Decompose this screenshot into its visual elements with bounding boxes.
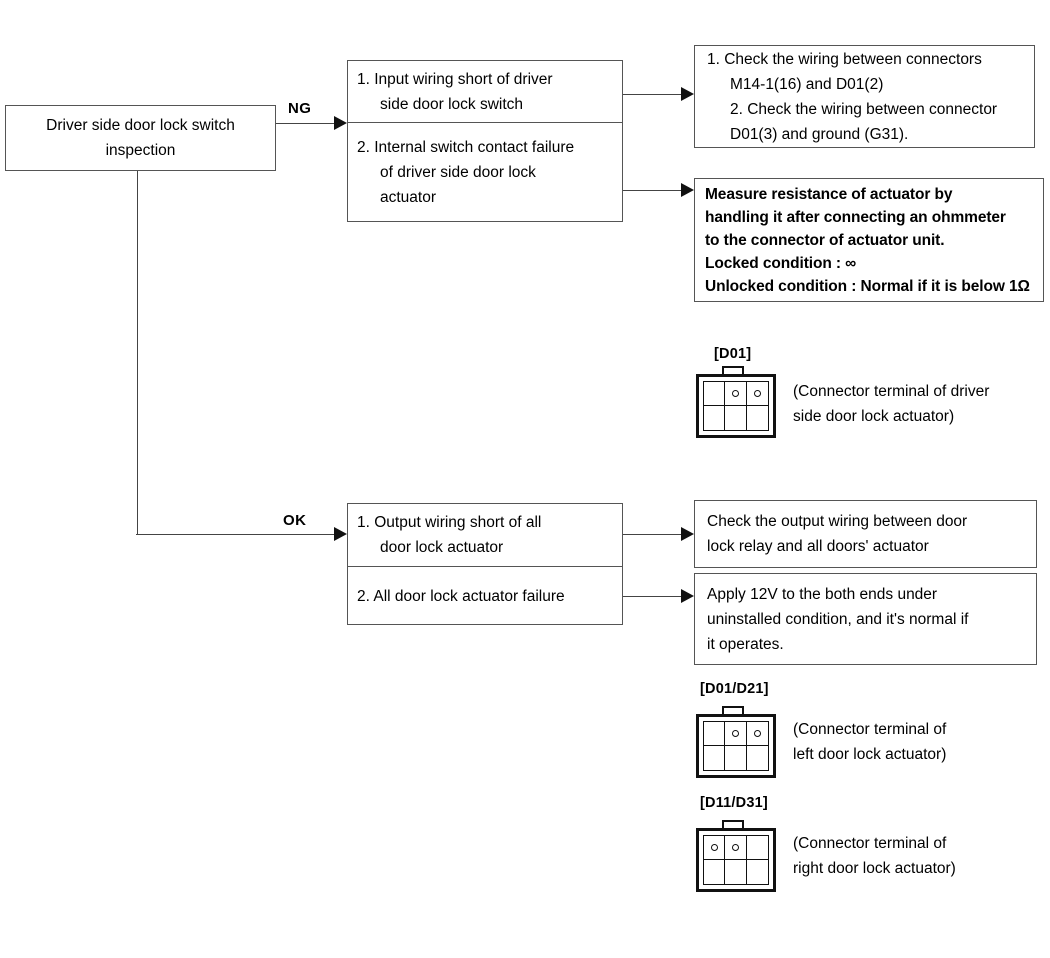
connector-3-body xyxy=(696,828,776,892)
ok-action-2-line xyxy=(623,596,683,597)
connector-1-pin-grid xyxy=(703,381,769,431)
connector-3-pin-cell-1 xyxy=(704,836,726,860)
connector-1-tag: [D01] xyxy=(714,346,752,362)
ng-label: NG xyxy=(288,100,312,117)
pin-marker xyxy=(731,844,739,851)
connector-1-symbol xyxy=(696,366,776,438)
pin-marker xyxy=(710,844,718,851)
connector-1-pin-cell-6 xyxy=(747,406,768,430)
connector-3-tab xyxy=(722,820,744,830)
connector-2-caption: (Connector terminal of left door lock ac… xyxy=(793,721,947,763)
ng-cause-item-1: 1. Input wiring short of driver side doo… xyxy=(357,61,619,123)
connector-1-pin-cell-5 xyxy=(725,406,747,430)
ok-cause-divider xyxy=(348,566,622,567)
pin-marker xyxy=(753,730,761,737)
connector-2-pin-cell-1 xyxy=(704,722,726,746)
connector-2-pin-cell-2 xyxy=(725,722,747,746)
connector-2-body xyxy=(696,714,776,778)
ng-action-2-arrowhead xyxy=(681,183,694,197)
connector-3-pin-cell-3 xyxy=(746,836,768,860)
connector-3-pin-cell-5 xyxy=(725,860,747,884)
ok-action-box-1: Check the output wiring between door loc… xyxy=(694,500,1037,568)
connector-1-pin-cell-4 xyxy=(704,406,726,430)
ng-cause-item-1-label: 1. Input wiring short of driver side doo… xyxy=(357,71,553,113)
connector-3-pin-grid xyxy=(703,835,769,885)
ng-action-box-1-cell: 1. Check the wiring between connectors M… xyxy=(707,46,1026,147)
start-box-cell: Driver side door lock switch inspection xyxy=(6,106,275,170)
connector-3-symbol xyxy=(696,820,776,892)
connector-2-tab xyxy=(722,706,744,716)
connector-1-tab xyxy=(722,366,744,376)
ok-action-box-1-cell: Check the output wiring between door loc… xyxy=(707,501,1028,567)
ng-action-1-arrowhead xyxy=(681,87,694,101)
connector-2-pin-cell-4 xyxy=(704,746,726,770)
ng-action-box-2-cell: Measure resistance of actuator by handli… xyxy=(705,179,1037,301)
ng-cause-item-2: 2. Internal switch contact failure of dr… xyxy=(357,123,619,221)
ok-action-box-2: Apply 12V to the both ends under uninsta… xyxy=(694,573,1037,665)
ng-cause-item-2-label: 2. Internal switch contact failure of dr… xyxy=(357,138,575,206)
start-box-label: Driver side door lock switch inspection xyxy=(46,117,235,159)
connector-2-symbol xyxy=(696,706,776,778)
ok-cause-box: 1. Output wiring short of all door lock … xyxy=(347,503,623,625)
ng-cause-box: 1. Input wiring short of driver side doo… xyxy=(347,60,623,222)
connector-2-tag: [D01/D21] xyxy=(700,681,769,697)
ok-action-box-2-cell: Apply 12V to the both ends under uninsta… xyxy=(707,574,1028,664)
ok-cause-item-1: 1. Output wiring short of all door lock … xyxy=(357,504,619,566)
ng-arrowhead xyxy=(334,116,347,130)
ng-action-1-line xyxy=(623,94,683,95)
connector-2-pin-cell-3 xyxy=(746,722,768,746)
pin-marker xyxy=(731,390,739,397)
ng-action-box-1: 1. Check the wiring between connectors M… xyxy=(694,45,1035,148)
ok-action-1-line xyxy=(623,534,683,535)
connector-1-pin-cell-1 xyxy=(704,382,726,406)
connector-3-pin-cell-2 xyxy=(725,836,747,860)
ng-cause-divider xyxy=(348,122,622,123)
connector-3-pin-cell-6 xyxy=(747,860,768,884)
connector-2-pin-cell-6 xyxy=(747,746,768,770)
ok-cause-item-2-label: 2. All door lock actuator failure xyxy=(357,587,565,605)
connector-1-caption: (Connector terminal of driver side door … xyxy=(793,383,990,425)
ng-action-box-1-label: 1. Check the wiring between connectors M… xyxy=(707,50,998,143)
ok-cause-item-1-label: 1. Output wiring short of all door lock … xyxy=(357,514,542,556)
connector-3-pin-cell-4 xyxy=(704,860,726,884)
connector-1-body xyxy=(696,374,776,438)
connector-2-pin-cell-5 xyxy=(725,746,747,770)
ok-action-1-arrowhead xyxy=(681,527,694,541)
ng-action-box-2: Measure resistance of actuator by handli… xyxy=(694,178,1044,302)
ok-action-box-1-label: Check the output wiring between door loc… xyxy=(707,513,968,555)
start-box: Driver side door lock switch inspection xyxy=(5,105,276,171)
ng-action-2-line xyxy=(623,190,683,191)
ok-action-box-2-label: Apply 12V to the both ends under uninsta… xyxy=(707,585,969,653)
connector-1-pin-cell-2 xyxy=(725,382,747,406)
ng-action-box-2-label: Measure resistance of actuator by handli… xyxy=(705,185,1030,295)
ok-arrowhead xyxy=(334,527,347,541)
ok-label: OK xyxy=(283,512,307,529)
ok-action-2-arrowhead xyxy=(681,589,694,603)
ok-branch-horizontal-line xyxy=(136,534,334,535)
ng-connector-line xyxy=(276,123,334,124)
connector-3-tag: [D11/D31] xyxy=(700,795,768,811)
ok-cause-item-2: 2. All door lock actuator failure xyxy=(357,567,619,625)
pin-marker xyxy=(731,730,739,737)
connector-1-pin-cell-3 xyxy=(746,382,768,406)
ok-branch-vertical-line xyxy=(137,171,138,535)
connector-2-pin-grid xyxy=(703,721,769,771)
connector-3-caption: (Connector terminal of right door lock a… xyxy=(793,835,956,877)
pin-marker xyxy=(753,390,761,397)
